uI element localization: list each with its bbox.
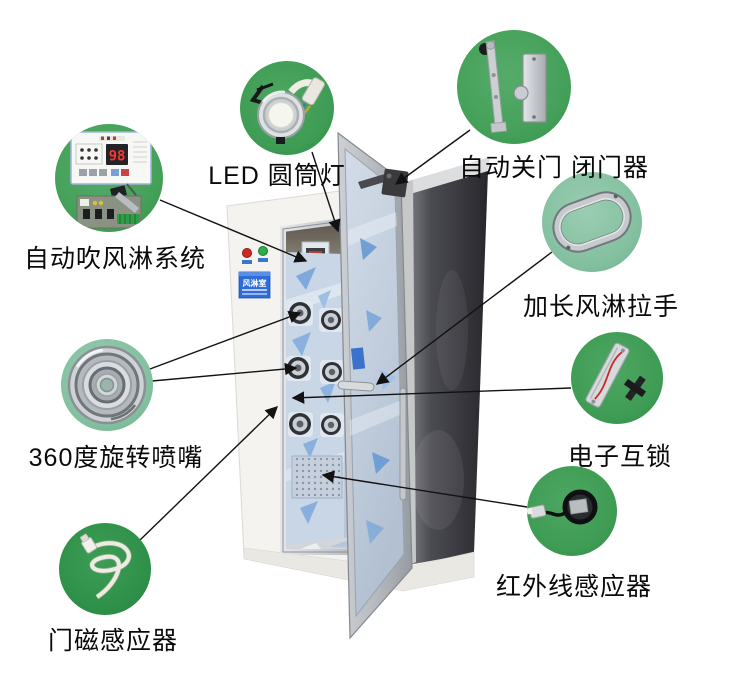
interlock-latch-photo xyxy=(585,342,647,408)
machine-door xyxy=(337,131,413,640)
callout-photo-infrared-sensor xyxy=(527,466,617,556)
door-closer-photo xyxy=(479,40,547,134)
callout-photo-led-light xyxy=(240,61,334,155)
callout-photo-auto-blower-system: 98 xyxy=(55,124,163,232)
side-panel-reflection-2 xyxy=(436,270,468,390)
nozzle-pointer-line-upper xyxy=(149,311,302,370)
side-panel-reflection xyxy=(412,430,464,530)
machine-side-panel xyxy=(400,171,488,566)
callout-photo-extended-handle xyxy=(542,172,642,272)
handle-pointer-line xyxy=(375,251,553,385)
callout-label-infrared-sensor: 红外线感应器 xyxy=(495,573,653,601)
callout-label-auto-door-closer: 自动关门 闭门器 xyxy=(459,154,649,182)
callout-label-door-magnet-sensor: 门磁感应器 xyxy=(47,627,179,655)
front-sticker-text: 风淋室 xyxy=(243,278,267,288)
callout-photo-electronic-interlock xyxy=(571,332,663,424)
door-vertical-handle xyxy=(399,387,407,501)
status-light-green xyxy=(258,246,268,256)
controller-display-value: 98 xyxy=(109,149,126,165)
callout-label-electronic-interlock: 电子互锁 xyxy=(567,443,673,471)
nozzle xyxy=(288,301,313,326)
light-label-strip xyxy=(242,260,252,264)
nozzle xyxy=(319,308,343,332)
steel-handle-photo xyxy=(552,191,632,253)
callout-label-extended-handle: 加长风淋拉手 xyxy=(522,293,680,321)
chrome-nozzle-photo xyxy=(67,345,147,425)
door-closer-pointer-line xyxy=(394,129,471,185)
infrared-sensor-photo xyxy=(527,489,598,525)
controller-pcb-photo xyxy=(76,192,142,229)
door-glass-sticker xyxy=(350,347,366,370)
interlock-pointer-line xyxy=(291,387,572,404)
callout-label-rotating-nozzle: 360度旋转喷嘴 xyxy=(28,444,204,472)
door-pull-handle xyxy=(337,380,375,392)
status-light-red xyxy=(242,248,252,258)
white-cable-sensor-photo xyxy=(80,533,132,600)
nozzle-pointer-line-lower xyxy=(151,362,298,382)
callout-photo-door-magnet-sensor xyxy=(59,523,151,615)
interior-nozzles xyxy=(286,301,344,437)
front-panel-controls: 风淋室 xyxy=(238,246,271,299)
light-label-strip xyxy=(258,258,268,262)
interior-left-wall-film xyxy=(283,252,344,552)
door-glass xyxy=(344,147,405,618)
door-glass-film xyxy=(348,212,402,544)
callout-label-led-light: LED 圆筒灯 xyxy=(208,162,346,190)
leader-lines xyxy=(138,129,572,542)
callout-photo-auto-door-closer xyxy=(457,30,571,144)
air-shower-machine: 风淋室 xyxy=(226,131,490,640)
nozzle xyxy=(320,360,344,384)
door-magnet-pointer-line xyxy=(138,406,279,542)
blower-system-pointer-line xyxy=(159,199,308,263)
infrared-pointer-line xyxy=(321,470,528,508)
front-sticker: 风淋室 xyxy=(238,271,271,299)
led-light-pointer-line xyxy=(311,151,341,233)
callout-photo-rotating-nozzle xyxy=(61,339,153,431)
callout-label-auto-blower-system: 自动吹风淋系统 xyxy=(23,245,207,273)
led-downlight-photo xyxy=(249,77,325,144)
nozzle xyxy=(320,413,344,437)
nozzle xyxy=(288,412,313,437)
controller-panel-photo: 98 xyxy=(70,131,152,229)
